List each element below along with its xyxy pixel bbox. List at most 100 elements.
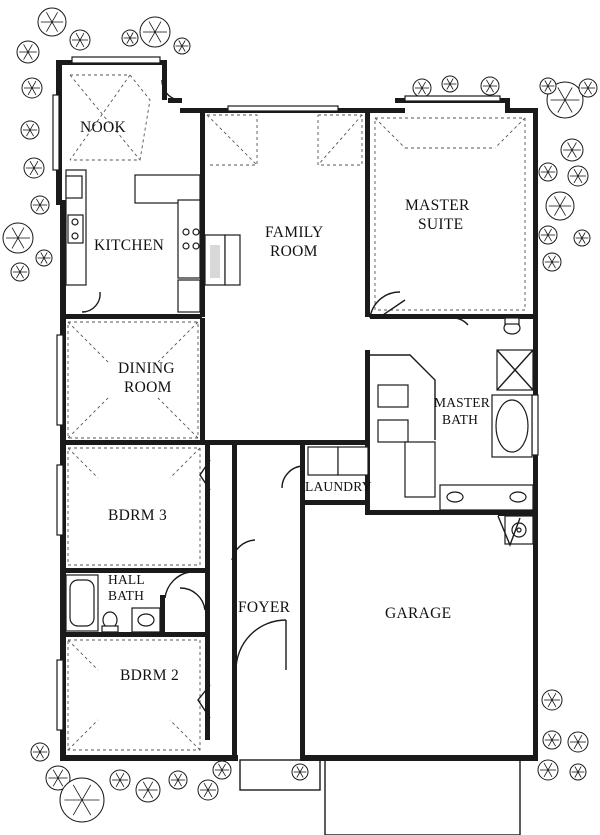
shrub-branch	[544, 85, 549, 92]
shrub-branch	[547, 80, 552, 87]
shrub-branch	[544, 165, 549, 173]
shrub-branch	[547, 234, 552, 242]
shrub-branch	[548, 733, 553, 741]
shrub-branch	[29, 167, 35, 176]
shrub-branch	[79, 39, 85, 48]
shrub-branch	[46, 12, 53, 23]
shrub-branch	[23, 51, 29, 60]
shrub-branch	[36, 745, 41, 753]
label-dining-room-2: ROOM	[124, 379, 172, 396]
shrub-branch	[421, 87, 426, 95]
shrub-branch	[181, 45, 186, 52]
shrub-branch	[567, 149, 573, 158]
shrub-branch	[177, 779, 182, 787]
label-master-suite-2: SUITE	[418, 216, 463, 233]
shrub-branch	[72, 799, 83, 816]
shrub-branch	[489, 85, 494, 93]
shrub-branch	[544, 228, 549, 236]
shrub-branch	[11, 237, 19, 249]
shrub-branch	[554, 196, 561, 207]
label-family-room-1: FAMILY	[265, 224, 324, 241]
shrub-branch	[57, 769, 64, 779]
shrub-branch	[27, 80, 33, 89]
shrub-branch	[296, 771, 301, 778]
shrub-branch	[574, 766, 579, 773]
hall-bath-fixtures	[65, 574, 161, 633]
shrub-branch	[119, 772, 125, 781]
shrub-branch	[126, 37, 131, 44]
shrub-branch	[573, 741, 579, 750]
shrub-branch	[578, 232, 583, 239]
shrub-branch	[547, 699, 553, 708]
ceiling-lines	[67, 74, 526, 751]
label-master-bath-2: BATH	[442, 412, 478, 427]
shrub-branch	[221, 769, 226, 777]
shrub-branch	[27, 51, 33, 60]
shrub-branch	[587, 81, 592, 89]
shrub-branch	[446, 78, 451, 85]
shrub-branch	[17, 237, 25, 249]
shrub-branch	[486, 85, 491, 93]
shrub-branch	[548, 261, 553, 269]
shrub-branch	[75, 32, 81, 41]
shrub-branch	[543, 769, 549, 778]
shrub-branch	[543, 762, 549, 771]
shrub-branch	[142, 781, 149, 791]
shrub-branch	[129, 32, 134, 39]
shrub-branch	[79, 32, 85, 41]
label-dining-room-1: DINING	[118, 360, 175, 377]
shrub-branch	[23, 44, 29, 53]
shrub-branch	[449, 83, 454, 90]
shrub-branch	[39, 204, 44, 212]
shrub-branch	[43, 252, 48, 259]
label-nook: NOOK	[80, 119, 126, 136]
shrub-branch	[39, 198, 44, 206]
shrub-branch	[584, 81, 589, 89]
shrub-branch	[178, 40, 183, 47]
shrub-branch	[573, 168, 579, 177]
shrub-branch	[571, 149, 577, 158]
shrub-branch	[221, 763, 226, 771]
shrub-branch	[27, 87, 33, 96]
label-bdrm2: BDRM 2	[120, 667, 179, 684]
shrub-branch	[154, 21, 162, 33]
shrub-branch	[449, 78, 454, 85]
label-hall-bath-2: BATH	[108, 588, 144, 603]
shrub-branch	[51, 12, 58, 23]
shrub-branch	[544, 80, 549, 87]
shrub-branch	[564, 87, 573, 101]
shrub-branch	[296, 766, 301, 773]
shrub-branch	[573, 734, 579, 743]
shrub-branch	[181, 40, 186, 47]
shrub-branch	[573, 175, 579, 184]
shrub-branch	[147, 781, 154, 791]
shrub-branch	[33, 160, 39, 169]
shrub-branch	[551, 733, 556, 741]
shrub-branch	[17, 227, 25, 239]
shrub-branch	[581, 237, 586, 244]
shrub-branch	[551, 699, 557, 708]
shrub-branch	[75, 39, 81, 48]
shrub-branch	[421, 81, 426, 89]
shrub-branch	[559, 196, 566, 207]
shrub-branch	[584, 87, 589, 95]
shrub-branch	[581, 232, 586, 239]
shrub-branch	[72, 784, 83, 801]
shrub-branch	[203, 782, 209, 791]
shrub-branch	[40, 257, 45, 264]
shrub-branch	[418, 81, 423, 89]
shrub-branch	[29, 129, 34, 137]
shrub-branch	[551, 255, 556, 263]
shrub-branch	[547, 85, 552, 92]
shrub-branch	[547, 171, 552, 179]
windows	[52, 56, 539, 731]
master-bath-fixtures	[370, 299, 534, 511]
label-master-suite-1: MASTER	[405, 197, 470, 214]
shrub-branch	[40, 252, 45, 259]
shrub-branch	[39, 751, 44, 759]
label-laundry: LAUNDRY	[305, 479, 372, 494]
label-master-bath-1: MASTER	[434, 395, 490, 410]
kitchen-fixtures	[65, 169, 241, 313]
shrub-branch	[27, 44, 33, 53]
